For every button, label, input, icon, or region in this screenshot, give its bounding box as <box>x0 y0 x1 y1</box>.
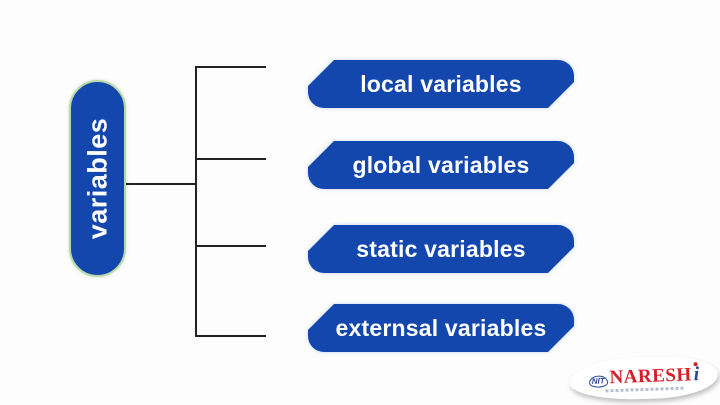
logo-brand-text: NARESH <box>609 363 693 388</box>
node-label: externsal variables <box>335 314 547 341</box>
naresh-logo: NIT NARESH i <box>569 354 719 402</box>
connector-branch-2 <box>197 158 266 160</box>
node-local-variables: local variables <box>308 60 574 108</box>
logo-i-glyph: i <box>693 362 700 385</box>
node-label: local variables <box>360 70 522 97</box>
logo-row: NIT NARESH i <box>588 361 700 388</box>
node-shape: global variables <box>308 141 574 189</box>
node-shape: local variables <box>308 60 574 108</box>
node-label: global variables <box>352 151 530 178</box>
node-label: static variables <box>356 235 526 262</box>
node-shape: static variables <box>308 225 574 273</box>
connector-trunk <box>195 66 197 337</box>
connector-root-to-trunk <box>126 183 196 185</box>
logo-i-dot <box>693 361 698 366</box>
connector-branch-3 <box>197 245 266 247</box>
connector-branch-1 <box>197 66 266 68</box>
logo-i-letter: i <box>693 361 700 385</box>
root-node-variables: variables <box>69 80 126 277</box>
connector-branch-4 <box>197 335 266 337</box>
root-node-label: variables <box>82 117 112 240</box>
node-global-variables: global variables <box>308 141 574 189</box>
node-shape: externsal variables <box>308 304 574 352</box>
node-static-variables: static variables <box>308 225 574 273</box>
node-external-variables: externsal variables <box>308 304 574 352</box>
logo-nit-emblem: NIT <box>588 374 608 388</box>
